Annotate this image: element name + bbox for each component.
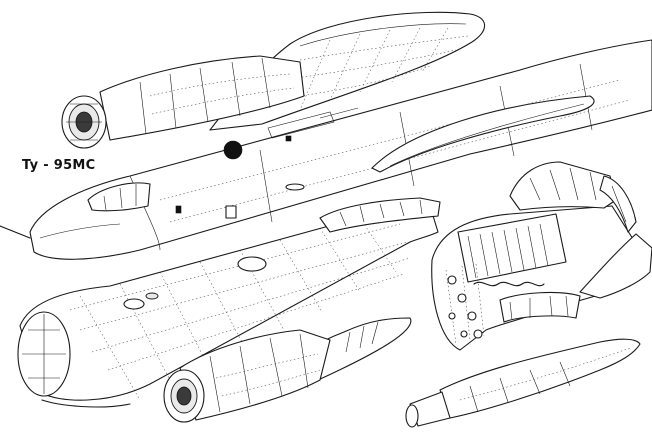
fuselage-with-cockpit bbox=[0, 39, 652, 260]
upper-engine-nacelle bbox=[61, 11, 486, 149]
mid-fuselage-section bbox=[17, 197, 441, 408]
drop-tank bbox=[405, 338, 641, 428]
rear-fuselage-structure bbox=[431, 161, 652, 351]
lower-engine-nacelle bbox=[163, 317, 412, 423]
aircraft-designation-label: Ty - 95MC bbox=[22, 158, 96, 173]
